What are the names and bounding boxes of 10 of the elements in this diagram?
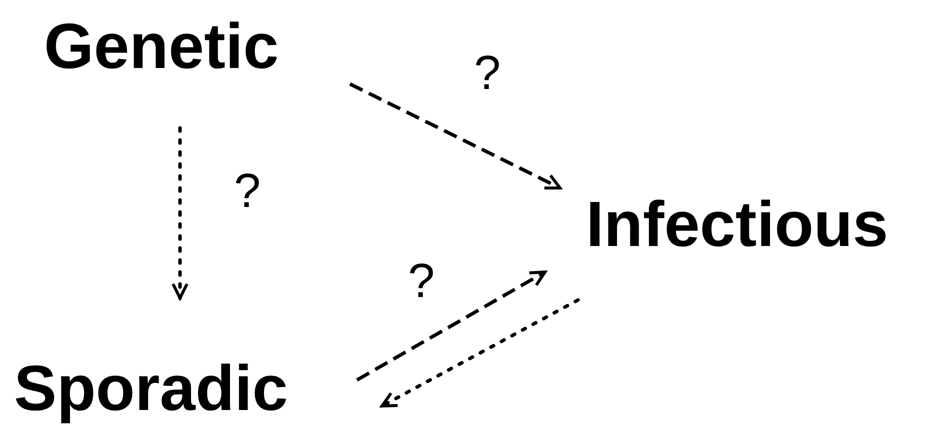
node-label: Sporadic	[14, 351, 289, 426]
edge-label: ?	[234, 168, 261, 216]
arrow	[349, 82, 562, 190]
edge-label: ?	[408, 258, 435, 306]
edge-label: ?	[474, 50, 501, 98]
arrow	[172, 126, 188, 300]
node-label: Infectious	[585, 187, 888, 262]
node-label: Genetic	[44, 9, 280, 84]
arrow	[356, 270, 546, 382]
arrow	[380, 298, 580, 408]
